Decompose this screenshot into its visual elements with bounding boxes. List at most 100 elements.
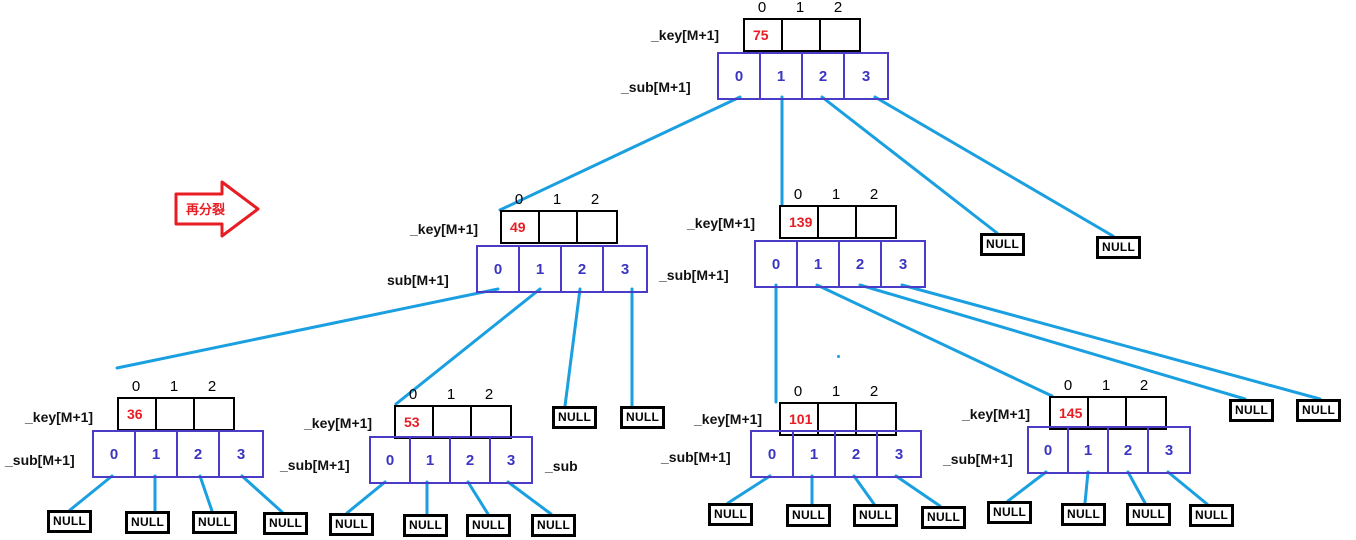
key-array-label: _key[M+1]: [651, 27, 720, 43]
split-label: 再分裂: [186, 202, 226, 217]
child-pointer-edge: [498, 95, 742, 212]
child-pointer-edge: [240, 474, 284, 514]
key-index-label: 1: [831, 186, 841, 203]
key-cell: 49: [502, 212, 540, 242]
child-pointer-edge: [852, 474, 876, 506]
child-pointer-edge: [1126, 470, 1147, 505]
child-pointer-edge: [858, 283, 1247, 401]
key-index-label: 1: [169, 378, 179, 395]
key-cell: 101: [781, 404, 819, 434]
child-pointer-edge: [1166, 470, 1209, 506]
key-cell: [578, 212, 616, 242]
sub-cell: 1: [136, 432, 178, 476]
stray-sub-label: _sub: [545, 458, 578, 474]
sub-array-label: _sub[M+1]: [943, 451, 1013, 467]
child-pointer-edge: [820, 95, 999, 235]
stray-dot: [837, 355, 840, 358]
sub-cell: 3: [898, 255, 908, 273]
key-array: 36: [117, 397, 235, 431]
child-pointer-edge: [1083, 470, 1090, 505]
sub-cell: 0: [756, 242, 798, 286]
key-cell: [819, 207, 857, 237]
sub-cell: 0: [94, 432, 136, 476]
key-array-label: _key[M+1]: [694, 411, 763, 427]
null-pointer-box: NULL: [466, 514, 512, 537]
null-pointer-box: NULL: [921, 506, 967, 529]
key-array: 101: [779, 402, 897, 436]
sub-array-label: _sub[M+1]: [621, 79, 691, 95]
null-pointer-box: NULL: [531, 514, 577, 537]
key-index-label: 2: [869, 186, 879, 203]
key-array: 139: [779, 205, 897, 239]
sub-cell: 3: [236, 445, 246, 463]
sub-array-label: sub[M+1]: [387, 272, 449, 288]
key-index-label: 0: [793, 186, 803, 203]
sub-cell: 2: [836, 432, 878, 476]
null-pointer-box: NULL: [987, 501, 1033, 524]
key-cell: [540, 212, 578, 242]
key-cell: 75: [745, 20, 783, 50]
split-arrow-icon: [174, 180, 260, 238]
key-array-label: _key[M+1]: [687, 215, 756, 231]
sub-cell: 1: [794, 432, 836, 476]
key-cell: [434, 407, 472, 437]
null-pointer-box: NULL: [1126, 503, 1172, 526]
key-cell: 36: [119, 399, 157, 429]
key-cell: [821, 20, 859, 50]
sub-cell: 2: [1109, 428, 1149, 472]
null-pointer-box: NULL: [403, 514, 449, 537]
child-pointer-edge: [815, 283, 1054, 398]
child-pointer-edge: [466, 480, 490, 516]
sub-cell: 3: [620, 260, 630, 278]
child-pointer-edge: [394, 287, 542, 406]
key-array-label: _key[M+1]: [304, 415, 373, 431]
sub-cell: 3: [506, 451, 516, 469]
child-pointer-edge: [198, 474, 214, 513]
sub-array-label: _sub[M+1]: [280, 457, 350, 473]
sub-array-label: _sub[M+1]: [5, 452, 75, 468]
key-cell: [1089, 398, 1127, 428]
null-pointer-box: NULL: [263, 512, 309, 535]
key-index-label: 2: [484, 386, 494, 403]
sub-cell: 3: [1164, 441, 1174, 459]
key-cell: [783, 20, 821, 50]
key-index-label: 1: [831, 383, 841, 400]
key-cell: [472, 407, 510, 437]
key-index-label: 0: [408, 386, 418, 403]
child-pointer-edge: [894, 474, 942, 508]
child-pointer-edge: [506, 480, 553, 516]
sub-cell: 1: [411, 438, 451, 482]
sub-cell: 0: [478, 247, 520, 291]
key-index-label: 0: [514, 191, 524, 208]
null-pointer-box: NULL: [853, 504, 899, 527]
sub-cell: 2: [451, 438, 491, 482]
child-pointer-edge: [1006, 470, 1048, 503]
null-pointer-box: NULL: [1296, 399, 1342, 422]
key-index-label: 2: [590, 191, 600, 208]
sub-cell: 1: [798, 242, 840, 286]
key-cell: 145: [1051, 398, 1089, 428]
key-cell: [1127, 398, 1165, 428]
null-pointer-box: NULL: [786, 504, 832, 527]
key-array-label: _key[M+1]: [25, 409, 94, 425]
sub-cell: 0: [1029, 428, 1069, 472]
key-index-label: 1: [446, 386, 456, 403]
sub-cell: 3: [894, 445, 904, 463]
null-pointer-box: NULL: [620, 406, 666, 429]
null-pointer-box: NULL: [1229, 399, 1275, 422]
key-index-label: 1: [795, 0, 805, 16]
sub-cell: 2: [562, 247, 604, 291]
key-array: 53: [394, 405, 512, 439]
key-index-label: 2: [833, 0, 843, 16]
null-pointer-box: NULL: [47, 510, 93, 533]
key-index-label: 2: [207, 378, 217, 395]
key-index-label: 2: [1139, 377, 1149, 394]
key-array-label: _key[M+1]: [962, 406, 1031, 422]
null-pointer-box: NULL: [192, 511, 238, 534]
null-pointer-box: NULL: [552, 406, 598, 429]
